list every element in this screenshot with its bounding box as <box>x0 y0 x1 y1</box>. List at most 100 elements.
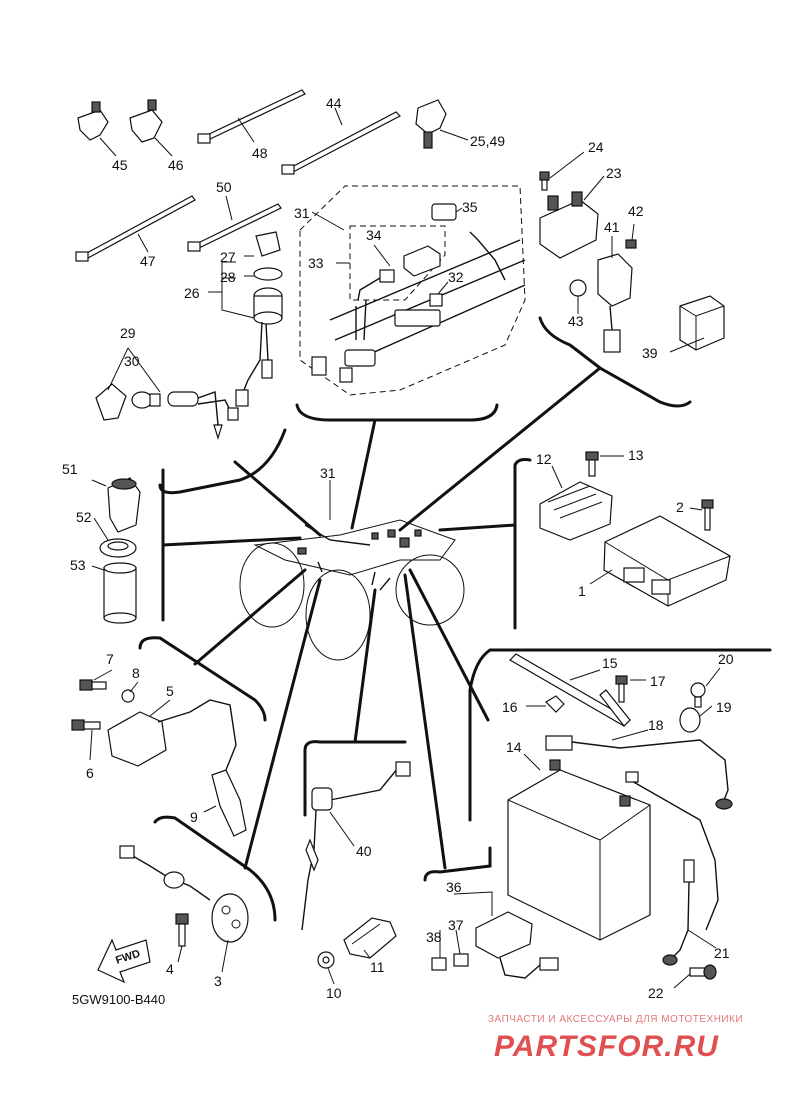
label-50: 50 <box>216 179 232 195</box>
label-14: 14 <box>506 739 522 755</box>
group-31-dashed-box <box>299 185 526 396</box>
washer-8 <box>121 689 135 703</box>
clamp-45 <box>77 101 109 141</box>
label-31-center: 31 <box>320 465 336 481</box>
label-20: 20 <box>718 651 734 667</box>
label-18: 18 <box>648 717 664 733</box>
wire-harness-31-detail <box>311 231 526 383</box>
starter-relay-23 <box>539 191 599 259</box>
leader-top-center <box>350 418 377 530</box>
module-39 <box>679 295 725 351</box>
bolt-17 <box>615 675 628 703</box>
part-labels: 45 46 48 44 25,49 24 23 42 41 43 39 50 4… <box>62 95 734 1001</box>
battery-cable-21 <box>662 859 695 966</box>
label-19: 19 <box>716 699 732 715</box>
label-37: 37 <box>448 917 464 933</box>
relay-41 <box>597 253 633 353</box>
label-6: 6 <box>86 765 94 781</box>
label-7: 7 <box>106 651 114 667</box>
cdi-unit-1 <box>603 515 731 607</box>
connector-38 <box>431 957 447 971</box>
part-25-49 <box>415 99 447 149</box>
leader-left <box>161 536 302 547</box>
ignition-coil-5 <box>107 699 237 791</box>
bolt-6 <box>71 719 101 731</box>
label-43: 43 <box>568 313 584 329</box>
label-32: 32 <box>448 269 464 285</box>
bracket-right-lower <box>468 648 772 822</box>
label-51: 51 <box>62 461 78 477</box>
watermark-logo: PARTSFOR.RU <box>494 1030 719 1063</box>
bracket-left-mid <box>138 636 267 722</box>
socket-51 <box>107 477 141 533</box>
clip-43 <box>569 279 587 297</box>
fwd-arrow: FWD <box>97 938 151 984</box>
clamp-46 <box>129 99 163 143</box>
relay-36 <box>475 911 559 979</box>
bolt-4 <box>175 913 189 947</box>
label-24: 24 <box>588 139 604 155</box>
connector-37 <box>453 953 469 967</box>
label-leaders <box>89 107 721 989</box>
rectifier-12 <box>539 481 613 541</box>
label-41: 41 <box>604 219 620 235</box>
leader-bottom-center <box>353 588 377 744</box>
label-46: 46 <box>168 157 184 173</box>
ring-28 <box>253 267 283 281</box>
bracket-bottom-right <box>423 846 492 882</box>
leader-bottom-right <box>403 573 447 870</box>
leader-right <box>438 523 517 532</box>
cable-tie-44 <box>281 111 402 175</box>
watermark-caption: ЗАПЧАСТИ И АКСЕССУАРЫ ДЛЯ МОТОТЕХНИКИ <box>488 1014 743 1025</box>
neutral-switch-11 <box>343 917 397 959</box>
label-26: 26 <box>184 285 200 301</box>
lamp-socket-29 <box>95 383 239 441</box>
label-34: 34 <box>366 227 382 243</box>
label-27: 27 <box>220 249 236 265</box>
battery-cable-18 <box>545 735 733 810</box>
leader-left-mid <box>193 568 307 666</box>
label-17: 17 <box>650 673 666 689</box>
pickup-coil-3 <box>119 845 249 943</box>
washer-10 <box>317 951 335 969</box>
label-40: 40 <box>356 843 372 859</box>
center-frame <box>239 519 465 661</box>
bracket-left-bottom <box>153 815 277 922</box>
label-30: 30 <box>124 353 140 369</box>
cable-tie-47 <box>75 195 196 262</box>
label-16: 16 <box>502 699 518 715</box>
bolt-13 <box>585 451 599 477</box>
label-9: 9 <box>190 809 198 825</box>
label-21: 21 <box>714 945 730 961</box>
label-29: 29 <box>120 325 136 341</box>
label-38: 38 <box>426 929 442 945</box>
label-4: 4 <box>166 961 174 977</box>
label-39: 39 <box>642 345 658 361</box>
switch-cap-27 <box>255 231 281 257</box>
plug-cap-9 <box>211 769 247 837</box>
bolt-7 <box>79 679 107 691</box>
nut-52 <box>99 538 137 558</box>
label-2: 2 <box>676 499 684 515</box>
label-25-49: 25,49 <box>470 133 505 149</box>
bracket-top-center <box>295 403 499 422</box>
bolt-2 <box>701 499 714 531</box>
label-47: 47 <box>140 253 156 269</box>
label-53: 53 <box>70 557 86 573</box>
label-42: 42 <box>628 203 644 219</box>
bracket-top-left <box>158 428 287 495</box>
connector-32 <box>429 293 443 307</box>
main-switch-26 <box>235 287 283 407</box>
leader-top-left <box>233 460 322 537</box>
label-15: 15 <box>602 655 618 671</box>
bulb-30 <box>131 391 161 409</box>
label-5: 5 <box>166 683 174 699</box>
group-33-dashed-box <box>349 225 446 301</box>
leader-left-bottom <box>243 578 322 870</box>
battery-band-15 <box>509 653 631 727</box>
label-33: 33 <box>308 255 324 271</box>
sensor-40 <box>301 761 411 931</box>
label-45: 45 <box>112 157 128 173</box>
label-35: 35 <box>462 199 478 215</box>
